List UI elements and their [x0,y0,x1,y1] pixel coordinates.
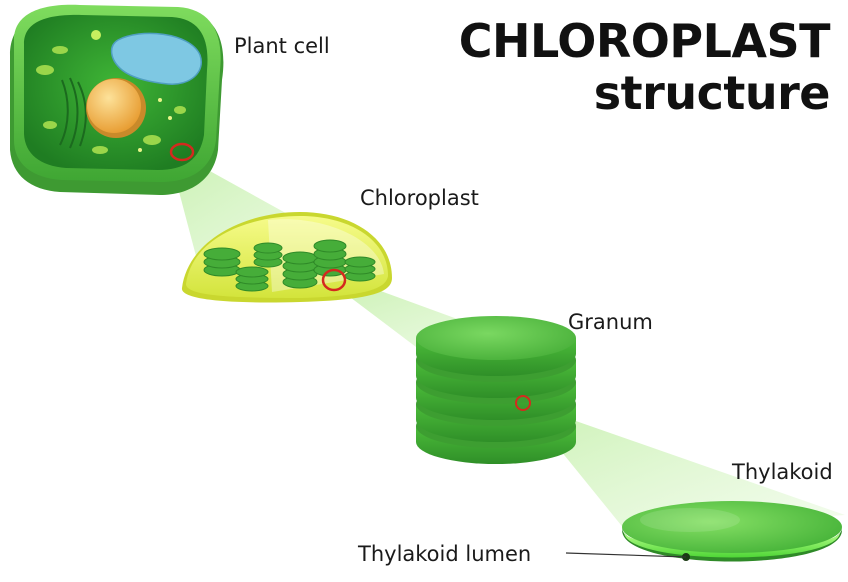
label-chloroplast: Chloroplast [360,186,479,210]
label-thylakoid: Thylakoid [732,460,833,484]
granum-illustration [416,316,576,464]
plant-cell-illustration [10,5,223,195]
thylakoid-illustration [622,501,842,562]
title-line-2: structure [594,66,830,120]
title-line-1: CHLOROPLAST [459,14,830,68]
label-plant-cell: Plant cell [234,34,330,58]
label-granum: Granum [568,310,653,334]
label-thylakoid-lumen: Thylakoid lumen [358,542,531,566]
